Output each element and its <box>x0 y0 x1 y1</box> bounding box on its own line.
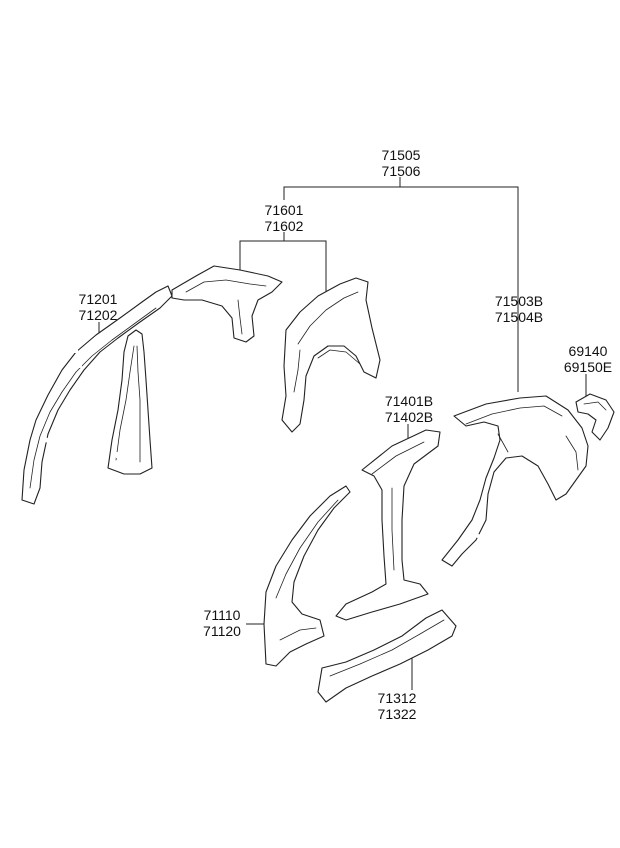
side-sill-part <box>317 609 457 703</box>
part-number: 71504B <box>494 309 544 325</box>
part-number: 71312 <box>377 690 417 706</box>
inner-front-pillar-part <box>21 285 173 505</box>
part-number: 71601 <box>264 202 304 218</box>
callout-rear-bracket: 69140 69150E <box>558 343 618 375</box>
part-number: 71120 <box>203 623 241 639</box>
callout-front-pillar-outer: 71110 71120 <box>196 607 248 639</box>
front-pillar-outer-part <box>263 485 351 667</box>
callout-center-pillar: 71401B 71402B <box>378 393 440 425</box>
part-number: 71402B <box>384 409 434 425</box>
part-number: 71110 <box>203 607 241 623</box>
leader-top-bracket <box>283 186 519 392</box>
quarter-outer-panel-part <box>441 395 589 567</box>
callout-side-sill: 71312 71322 <box>371 690 423 722</box>
part-number: 69150E <box>563 359 613 375</box>
part-number: 71503B <box>494 293 544 309</box>
part-number: 71401B <box>384 393 434 409</box>
inner-wheel-house-part <box>281 277 381 433</box>
part-number: 69140 <box>568 343 608 359</box>
leader-wheel-bracket <box>239 240 327 292</box>
center-pillar-outer-part <box>335 429 441 621</box>
rear-bracket-part <box>575 393 615 441</box>
part-number: 71602 <box>264 218 304 234</box>
callout-inner-front-pillar: 71201 71202 <box>72 291 124 323</box>
part-number: 71201 <box>78 291 118 307</box>
leader-lines <box>98 177 587 690</box>
part-number: 71506 <box>381 163 421 179</box>
part-number: 71202 <box>78 307 118 323</box>
callout-inner-wheel-group: 71601 71602 <box>258 202 310 234</box>
part-number: 71505 <box>381 147 421 163</box>
callout-quarter-outer: 71503B 71504B <box>488 293 550 325</box>
callout-top-group: 71505 71506 <box>375 147 427 179</box>
part-number: 71322 <box>377 706 417 722</box>
roof-rail-bracket-part <box>171 265 283 343</box>
